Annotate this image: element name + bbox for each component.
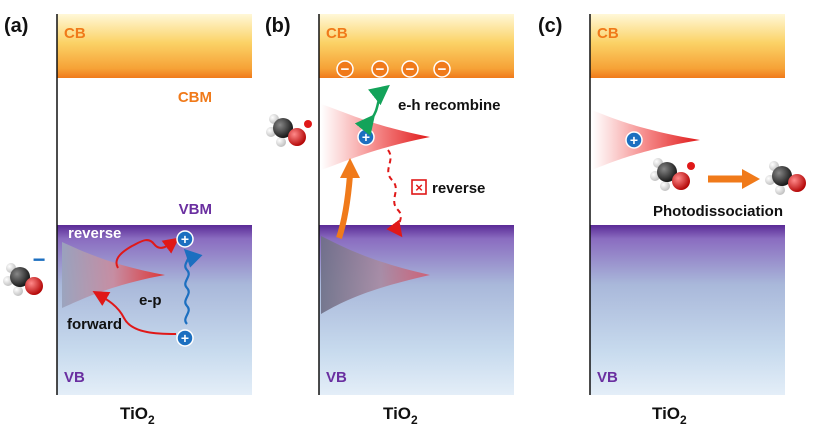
panel-c: (c) CB VB + Photodissociation [538,14,806,427]
hole-density-lobe-c [592,110,700,170]
valence-band-c [590,225,785,395]
hole-icon: + [625,131,643,149]
material-subscript-a: 2 [148,413,155,427]
vb-label-a: VB [64,369,85,386]
svg-text:+: + [630,132,638,148]
panel-a: (a) CB CBM VBM VB − reverse forward e-p … [3,14,252,427]
svg-text:+: + [181,231,189,247]
methoxy-molecule-icon [765,161,806,195]
hole-icon: + [357,128,375,146]
cbm-label-a: CBM [178,89,212,106]
svg-text:×: × [415,180,423,195]
e-p-arrow-a [183,248,203,325]
electron-icon: − [336,60,354,78]
vbm-label-a: VBM [179,201,212,218]
forward-label-a: forward [67,316,122,333]
reverse-arrow-a [115,237,180,269]
radical-dot-icon [687,162,695,170]
material-subscript-b: 2 [411,413,418,427]
material-label-a: TiO2 [120,404,155,427]
electron-icon: − [401,60,419,78]
panel-label-b: (b) [265,15,291,37]
e-p-label-a: e-p [139,292,162,309]
panel-label-c: (c) [538,15,562,37]
reverse-arrow-b [386,149,403,238]
svg-text:−: − [406,61,415,78]
material-formula-b: TiO [383,404,411,423]
methoxy-molecule-icon [3,263,43,296]
hole-icon: + [176,230,194,248]
svg-text:−: − [376,61,385,78]
eh-recombine-arrow [354,84,390,136]
conduction-band-c [590,14,785,78]
blocked-box-icon: × [411,179,427,195]
hole-density-lobe-b-upper [321,104,430,170]
photodissociation-label: Photodissociation [653,203,783,220]
cb-label-a: CB [64,25,86,42]
panel-label-a: (a) [4,15,28,37]
hole-density-lobe-b-lower [321,236,430,314]
vb-label-c: VB [597,369,618,386]
material-formula-c: TiO [652,404,680,423]
methoxy-molecule-icon [650,158,690,191]
conduction-band-a [57,14,252,78]
svg-text:−: − [438,61,447,78]
forward-arrow-a [92,290,177,335]
hole-icon: + [176,329,194,347]
hole-density-lobe-a [62,242,165,308]
panel-b: (b) CB VB − − − − + [265,14,514,427]
vb-label-b: VB [326,369,347,386]
svg-text:+: + [362,129,370,145]
reverse-label-a: reverse [68,225,121,242]
svg-text:−: − [341,61,350,78]
excitation-arrow-b [336,174,353,239]
material-label-b: TiO2 [383,404,418,427]
dissociation-arrowhead [742,169,760,189]
valence-band-a [57,225,252,395]
reverse-label-b: reverse [432,180,485,197]
cb-label-b: CB [326,25,348,42]
methoxy-molecule-icon [266,114,306,147]
material-formula-a: TiO [120,404,148,423]
electron-charge-a: − [33,247,46,272]
eh-recombine-label: e-h recombine [398,97,501,114]
svg-text:+: + [181,330,189,346]
material-label-c: TiO2 [652,404,687,427]
cb-label-c: CB [597,25,619,42]
electron-icon: − [433,60,451,78]
material-subscript-c: 2 [680,413,687,427]
radical-dot-icon [304,120,312,128]
electron-icon: − [371,60,389,78]
excitation-arrowhead-b [340,158,360,178]
